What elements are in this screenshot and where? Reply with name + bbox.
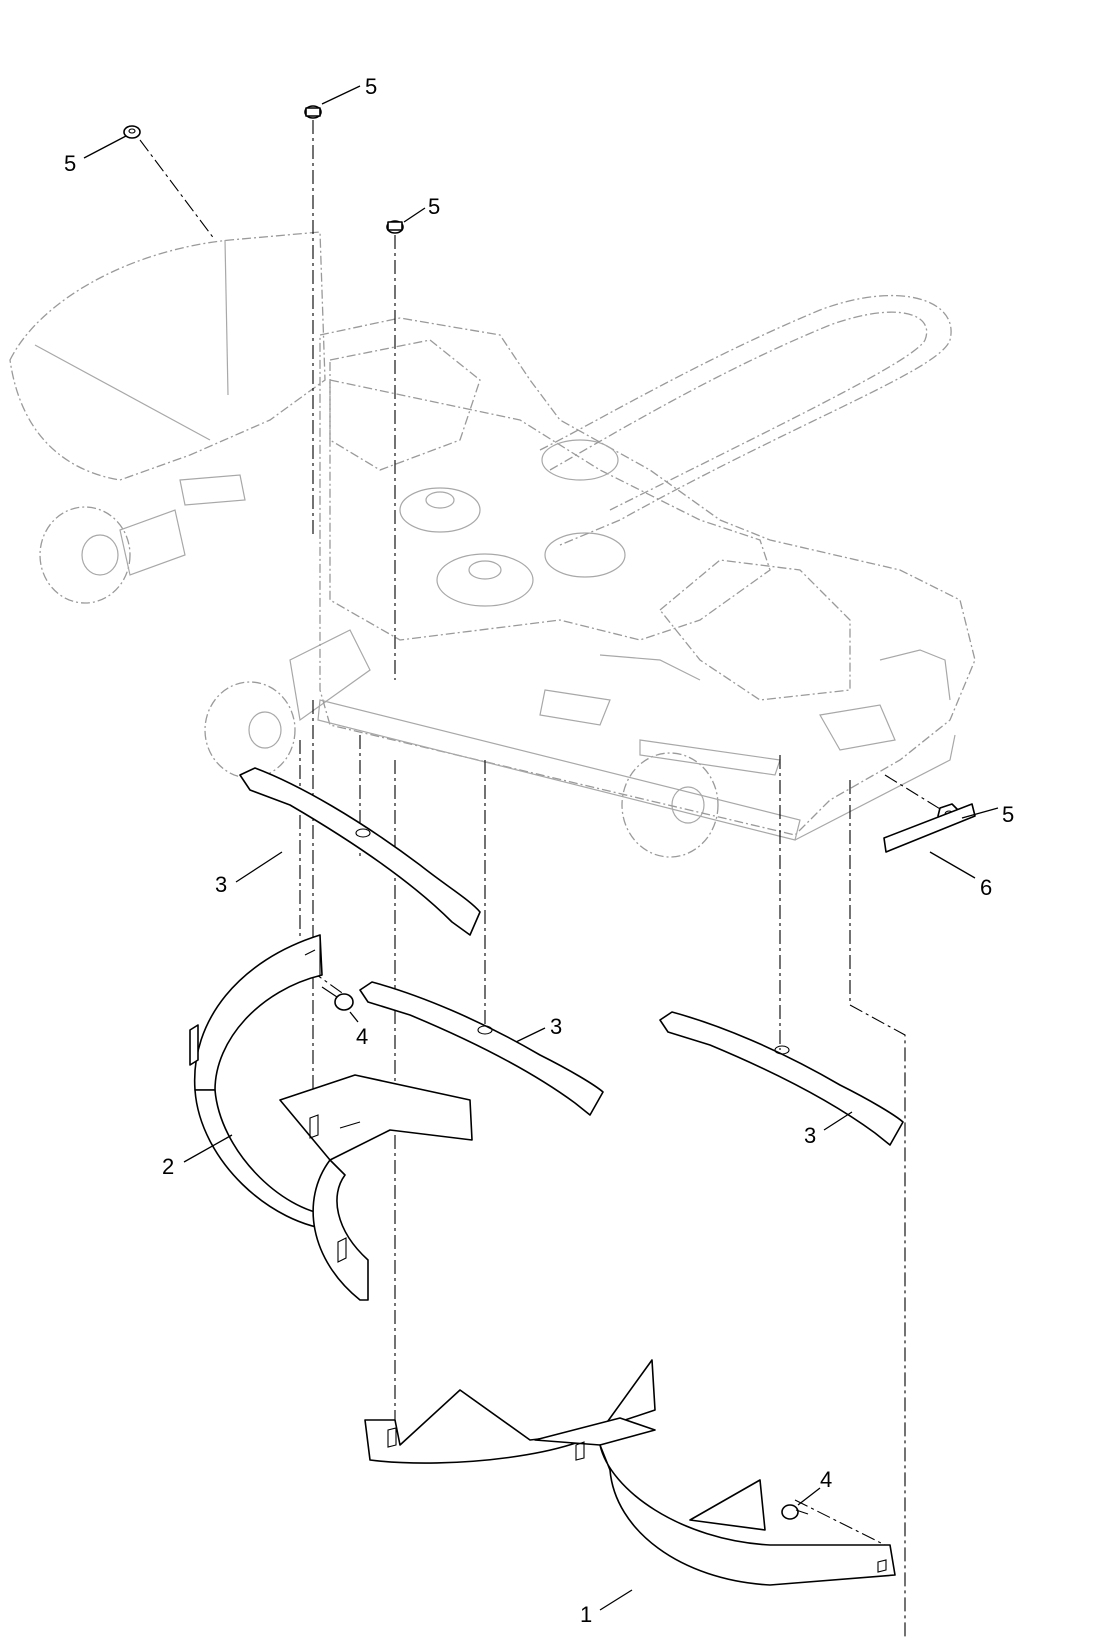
blade-right [659,1011,904,1146]
flange-nut-upper-left [123,125,141,139]
mulch-baffle-1 [364,1359,896,1586]
callout-labels: 5 5 5 5 6 3 3 3 4 4 2 1 [64,74,1014,1627]
callout-5-upper-left: 5 [64,151,76,176]
mulch-baffle-2 [189,934,473,1301]
flange-nut-top-center [304,105,322,119]
alignment-lines [139,120,946,1640]
carriage-bolt-lower [781,1504,809,1520]
shim-plate-6 [883,803,976,853]
callout-3-center: 3 [550,1014,562,1039]
callout-3-left: 3 [215,872,227,897]
callout-5-top: 5 [365,74,377,99]
blade-left [239,767,481,936]
callout-3-right: 3 [804,1123,816,1148]
callout-5-center: 5 [428,194,440,219]
flange-nut-center [386,220,404,234]
blade-center [359,981,604,1116]
leader-lines [83,85,999,1611]
callout-2: 2 [162,1154,174,1179]
callout-6: 6 [980,875,992,900]
callout-4-lower: 4 [820,1467,832,1492]
mower-deck-ghost [9,231,976,858]
carriage-bolt-upper [321,986,354,1011]
callout-5-right: 5 [1002,802,1014,827]
callout-4-upper: 4 [356,1024,368,1049]
callout-1: 1 [580,1602,592,1627]
